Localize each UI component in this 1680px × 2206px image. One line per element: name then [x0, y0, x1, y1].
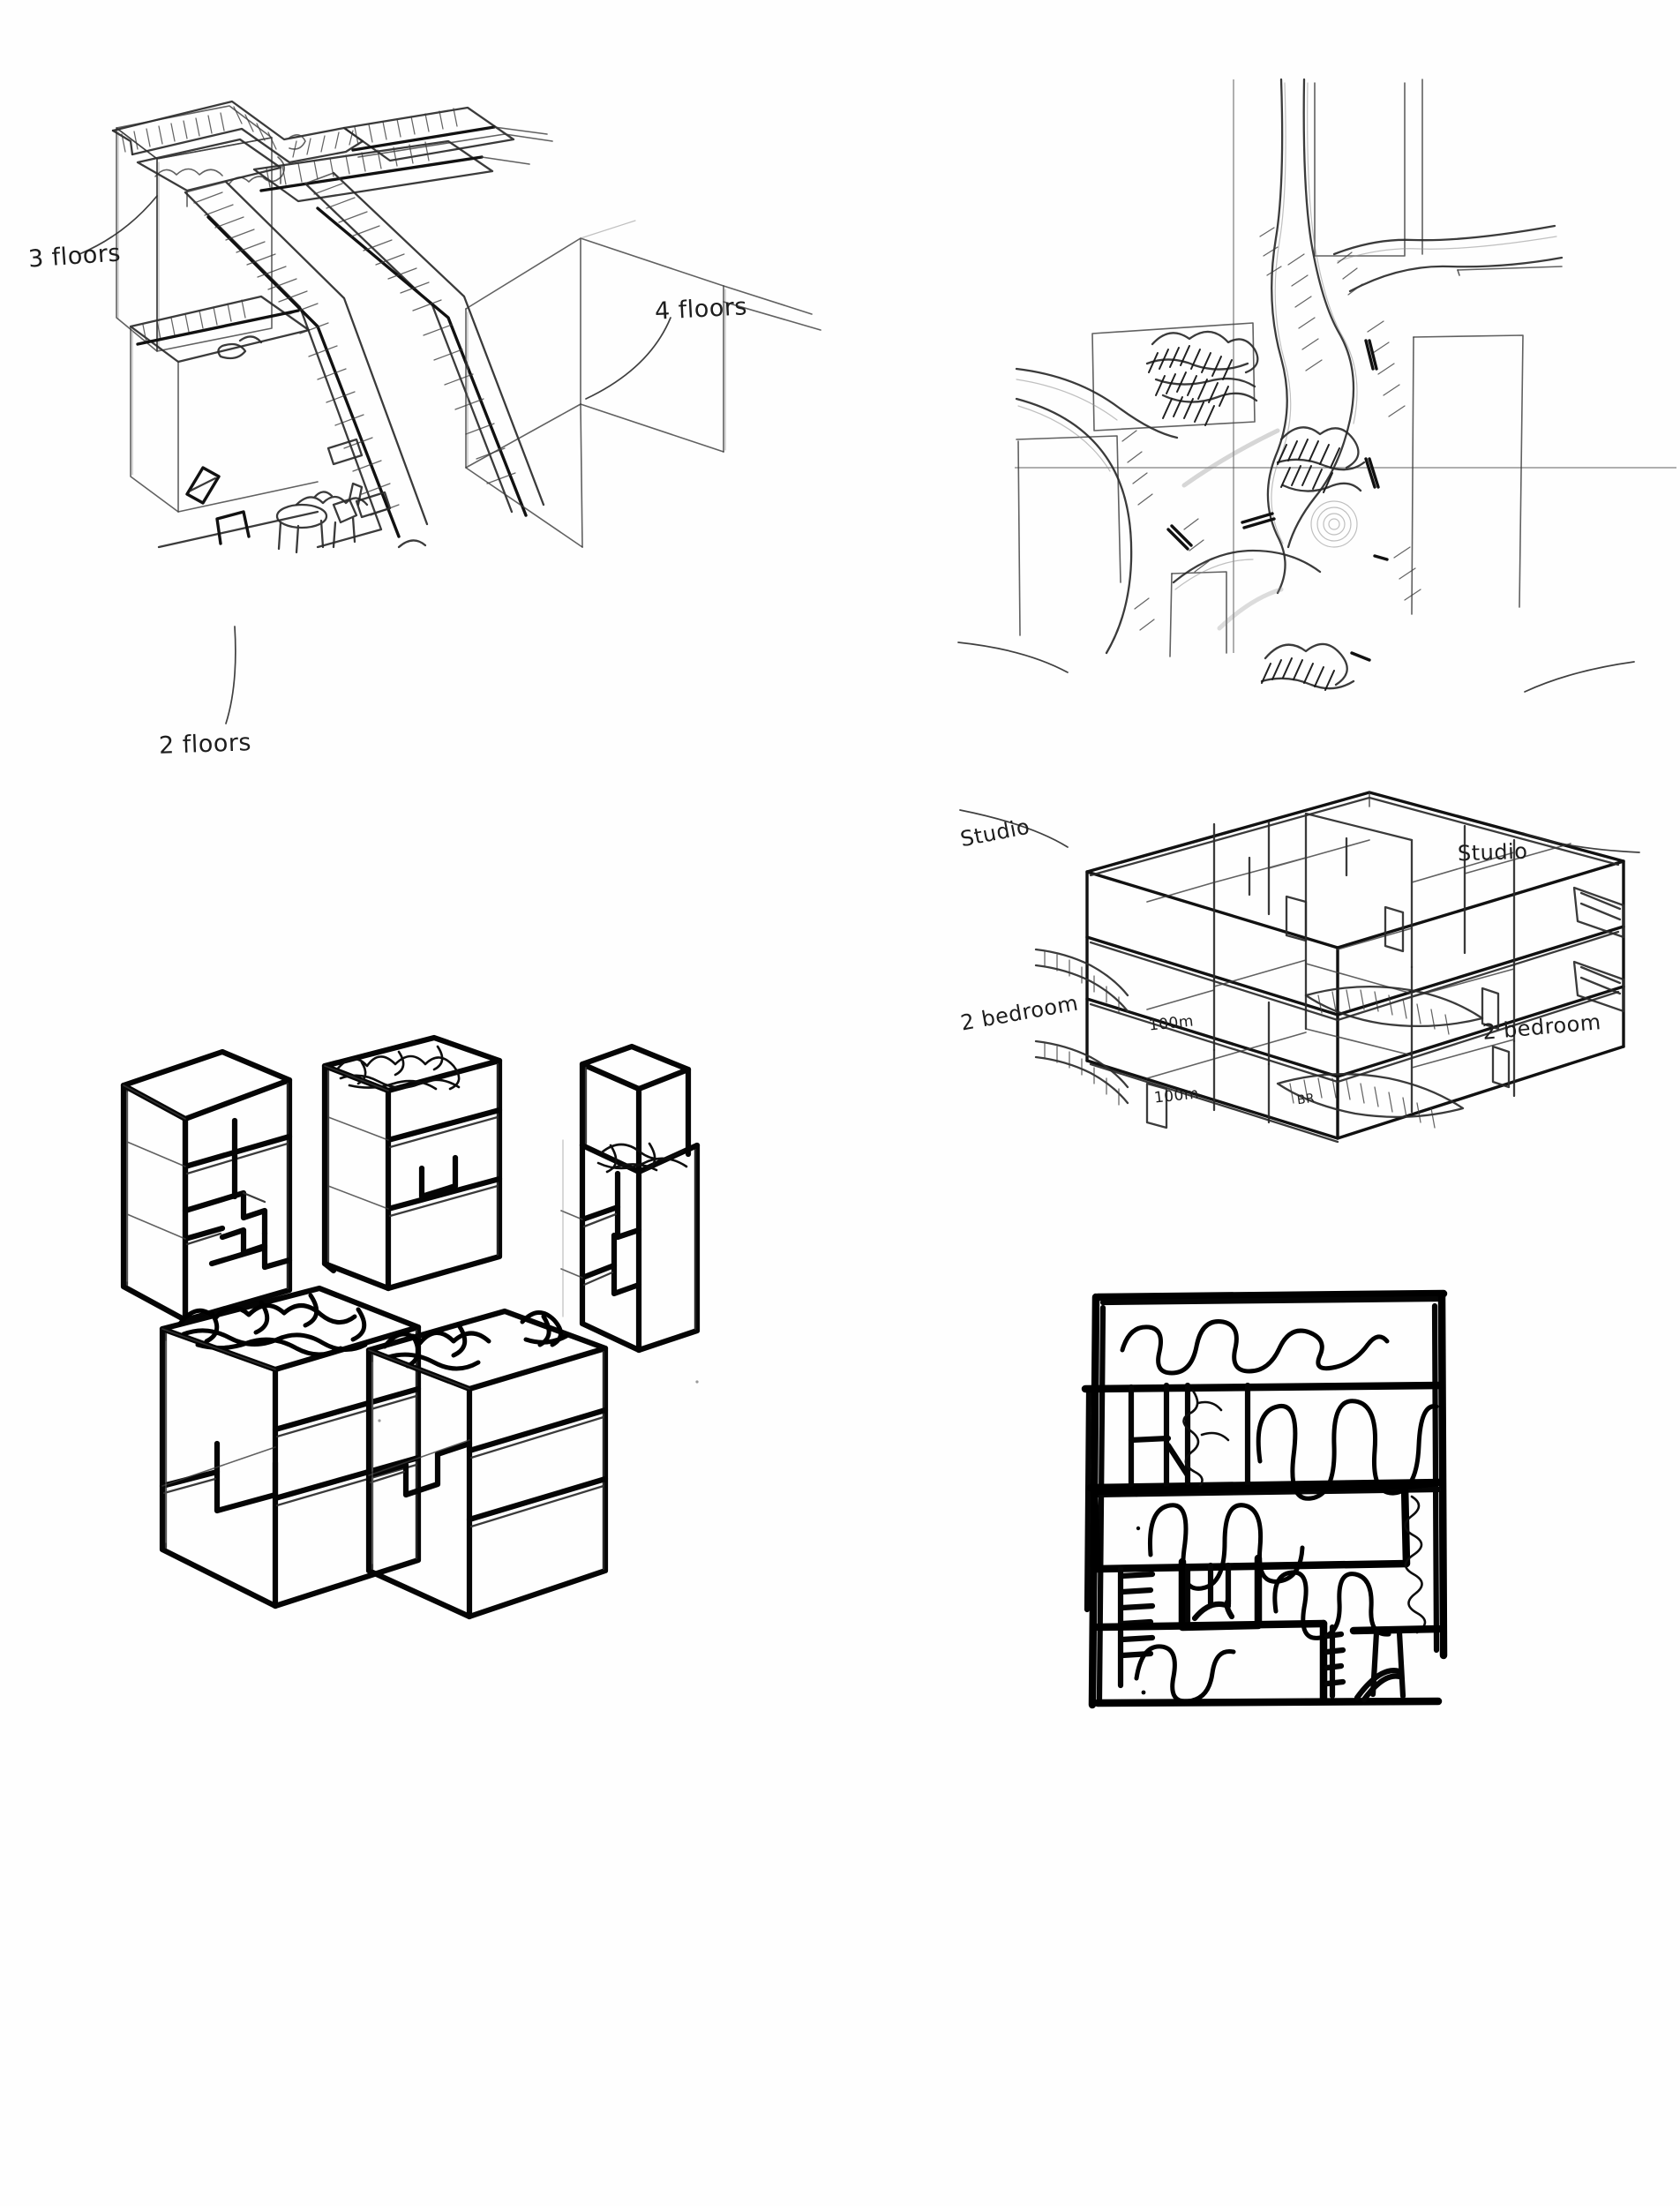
tree-cluster-centre [1276, 426, 1366, 492]
zigzag-column-right [1404, 1495, 1427, 1634]
massing-study-d [159, 1285, 422, 1609]
label-4-floors: 4 floors [654, 293, 747, 325]
roundabout-feature [1310, 500, 1358, 548]
unit-stacking-axonometric: 100m 100m BR [957, 642, 1676, 1191]
facade-section-diagram [1059, 1271, 1465, 1712]
zigzag-band-fourth [1272, 1570, 1391, 1640]
aerial-massing-axonometric: 3 floors 4 floors 2 floors [27, 53, 847, 760]
tree-cluster-lower [1260, 642, 1355, 690]
balcony-left-lower [1034, 1039, 1129, 1106]
massing-study-e [365, 1308, 609, 1620]
facade-figure [1191, 1562, 1235, 1622]
label-4-floors-text: 4 floors [654, 293, 748, 326]
site-markers [1166, 339, 1389, 662]
leader-2br-left [959, 809, 1069, 848]
balcony-upper [1304, 986, 1484, 1035]
balcony-left-upper [1034, 948, 1129, 1014]
zigzag-band-third [1147, 1503, 1305, 1591]
massing-study-b [321, 1034, 503, 1292]
label-studio-left: Studio [958, 814, 1031, 852]
leader-2-floors [225, 626, 236, 724]
leader-3-floors [79, 195, 158, 255]
label-studio-left-text: Studio [958, 814, 1032, 852]
massing-study-a [120, 1048, 293, 1324]
facade-bottom-right [1319, 1619, 1443, 1704]
leader-2br-right [1522, 832, 1640, 853]
label-2-floors: 2 floors [158, 729, 251, 760]
massing-study-series [88, 953, 882, 1694]
site-plan-sketch [1015, 78, 1676, 706]
label-2-floors-text: 2 floors [158, 729, 252, 760]
balcony-right [1572, 886, 1625, 1013]
unit-openings [1145, 837, 1511, 1129]
zigzag-band-bottom [1134, 1644, 1236, 1704]
leader-studio-left [957, 642, 1069, 673]
balcony-lower [1276, 1073, 1465, 1129]
room-tag-br-text: BR [1295, 1091, 1316, 1108]
massing-study-c [560, 1043, 701, 1354]
label-studio-right-text: Studio [1457, 838, 1528, 867]
zigzag-band-top [1120, 1319, 1390, 1376]
facade-cell-left [1128, 1382, 1251, 1489]
room-tag-br: BR [1296, 1092, 1316, 1108]
label-studio-right: Studio [1458, 839, 1528, 867]
leader-studio-right [1524, 661, 1635, 693]
zigzag-cell-left [1182, 1389, 1230, 1491]
leader-4-floors [585, 317, 671, 400]
